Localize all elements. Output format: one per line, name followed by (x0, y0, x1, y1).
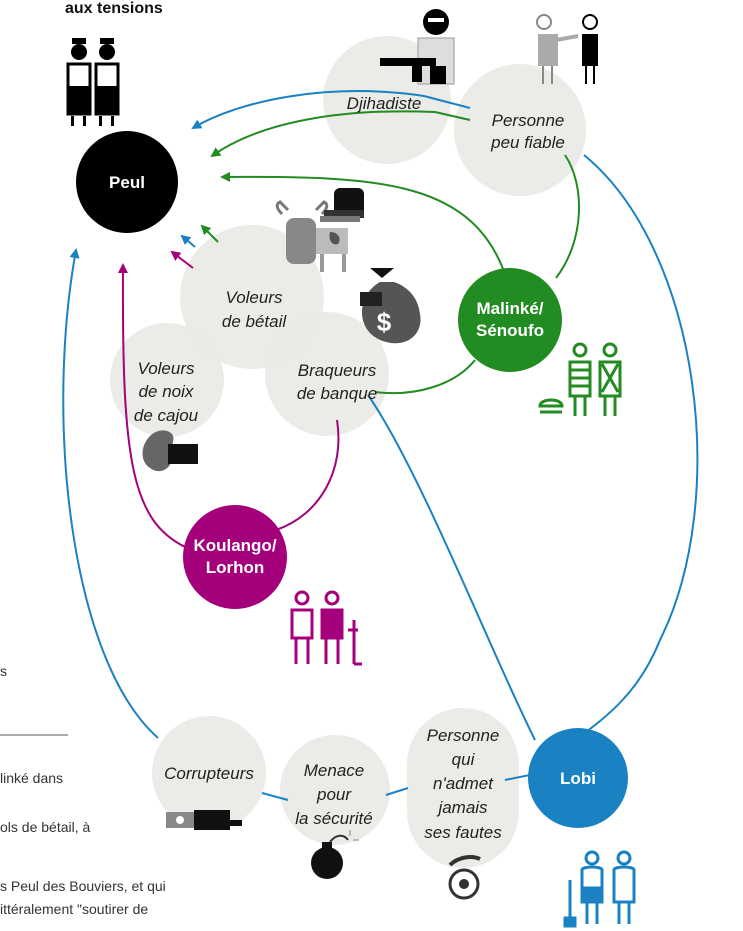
bubble-menace (280, 735, 390, 845)
line-menace-corrupteurs (261, 792, 289, 801)
label-voleurs-betail-2: de bétail (222, 312, 287, 331)
group-malinke: Malinké/ Sénoufo (458, 268, 562, 372)
group-lobi: Lobi (528, 728, 628, 828)
label-fautes-4: jamais (436, 798, 488, 817)
line-koulango-braqueurs (275, 419, 340, 531)
peul-label: Peul (109, 173, 145, 192)
line-lobi-to-braqueurs (367, 394, 536, 741)
label-djihadiste: Djihadiste (347, 94, 422, 113)
label-fautes-1: Personne (427, 726, 500, 745)
side-text-5: ittéralement "soutirer de (0, 901, 148, 917)
cattle-icon (275, 200, 348, 272)
label-menace-3: la sécurité (295, 809, 372, 828)
arrow-malinke-to-peul (220, 171, 508, 281)
header-title-fragment: aux tensions (65, 0, 163, 17)
money-hand-icon (166, 810, 242, 830)
two-people-icon (536, 14, 598, 84)
label-fautes-3: n'admet (433, 774, 494, 793)
label-corrupteurs: Corrupteurs (164, 764, 254, 783)
connectors (62, 90, 699, 801)
bomb-icon (311, 830, 359, 879)
label-voleurs-betail-1: Voleurs (225, 288, 283, 307)
group-peul: Peul (76, 131, 178, 233)
bubble-peu-fiable (454, 64, 586, 196)
line-fautes-menace (385, 787, 409, 796)
label-noix-2: de noix (139, 382, 194, 401)
svg-text:$: $ (377, 307, 392, 337)
stereotype-bubbles (110, 36, 586, 868)
label-fautes-5: ses fautes (424, 823, 502, 842)
cashew-hand-icon (142, 430, 198, 472)
bubble-braqueurs (265, 312, 389, 436)
line-malinke-peufiable (555, 154, 580, 279)
lobi-circle (528, 728, 628, 828)
lobi-people-icon (563, 850, 636, 928)
koulango-label-line1: Koulango/ (193, 536, 276, 555)
bubble-corrupteurs (152, 716, 266, 830)
eye-icon (448, 855, 481, 900)
peul-people-icon (66, 38, 120, 126)
label-fautes-2: qui (452, 750, 476, 769)
bubble-fautes (407, 708, 519, 868)
label-menace-1: Menace (304, 761, 364, 780)
side-text-4: s Peul des Bouviers, et qui (0, 878, 166, 894)
fist-icon (320, 188, 364, 222)
money-bag-icon: $ (360, 268, 421, 344)
label-peufiable-2: peu fiable (490, 133, 565, 152)
label-noix-3: de cajou (134, 406, 199, 425)
arrow-corrupteurs-to-peul (62, 248, 159, 739)
malinke-label-line1: Malinké/ (476, 299, 543, 318)
side-text-fragments: s linké dans ols de bétail, à s Peul des… (0, 663, 166, 917)
label-menace-2: pour (316, 785, 352, 804)
koulango-people-icon (290, 590, 362, 666)
koulango-circle (183, 505, 287, 609)
malinke-people-icon (538, 342, 622, 416)
arrow-koulango-voleurs-to-peul (170, 250, 194, 269)
arrow-malinke-voleurs-to-peul (200, 224, 219, 243)
side-text-3: ols de bétail, à (0, 819, 90, 835)
arrow-lobi-voleurs-to-peul (180, 234, 196, 248)
label-noix-1: Voleurs (137, 359, 195, 378)
label-braqueurs-2: de banque (297, 384, 377, 403)
line-malinke-braqueurs (374, 359, 476, 395)
jihadist-gunman-icon (380, 9, 455, 85)
arrow-djihadiste-green-to-peul (210, 110, 436, 158)
line-djihadiste-peufiable-green (434, 111, 471, 121)
line-djihadiste-peufiable (423, 95, 471, 109)
peul-circle (76, 131, 178, 233)
label-peufiable-1: Personne (492, 111, 565, 130)
side-text-2: linké dans (0, 770, 63, 786)
lobi-label: Lobi (560, 769, 596, 788)
malinke-circle (458, 268, 562, 372)
koulango-label-line2: Lorhon (206, 558, 265, 577)
label-braqueurs-1: Braqueurs (298, 361, 377, 380)
group-koulango: Koulango/ Lorhon (183, 505, 287, 609)
side-text-1: s (0, 663, 7, 679)
arrow-koulango-to-peul (117, 263, 193, 551)
line-peufiable-to-lobi (574, 154, 699, 741)
arrow-djihadiste-to-peul (191, 90, 425, 130)
stereotype-labels: Djihadiste Personne peu fiable Voleurs d… (134, 94, 565, 842)
bubble-noix-cajou (110, 323, 224, 437)
malinke-label-line2: Sénoufo (476, 321, 544, 340)
